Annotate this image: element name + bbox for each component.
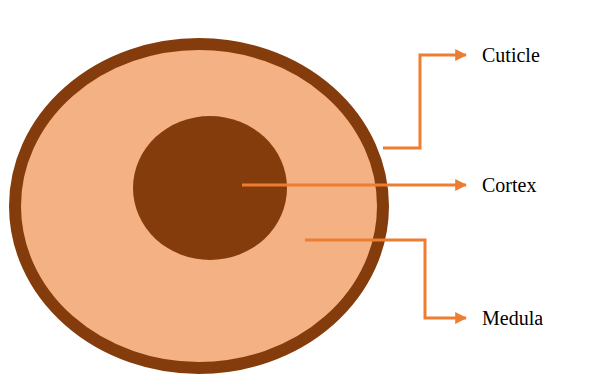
leader-line (305, 240, 466, 318)
hair-shaft (15, 44, 383, 368)
part-label: Cuticle (482, 43, 540, 67)
part-label: Cortex (482, 173, 536, 197)
leader-line (383, 55, 466, 148)
inner-core (133, 116, 287, 260)
leader-line (242, 184, 466, 187)
part-label: Medula (482, 306, 543, 330)
